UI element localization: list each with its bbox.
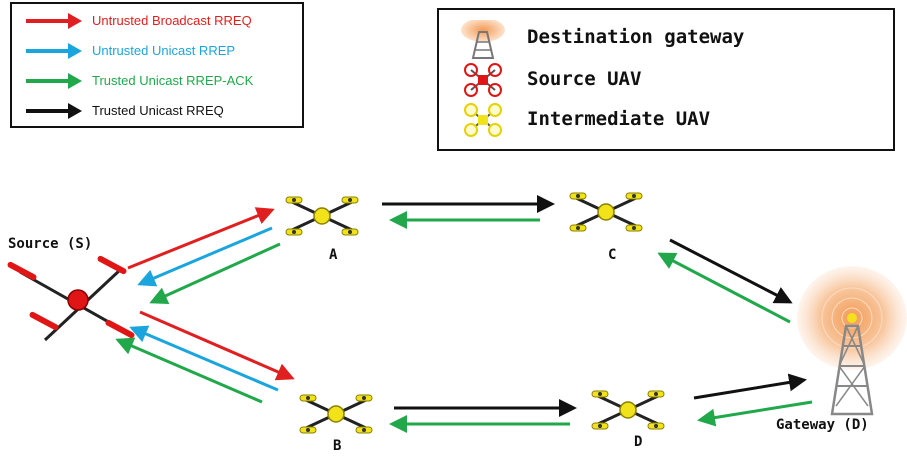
drone-a bbox=[284, 195, 360, 237]
legend-label: Untrusted Unicast RREP bbox=[92, 43, 236, 58]
drone-c bbox=[568, 191, 644, 233]
node-d-label: D bbox=[634, 434, 643, 450]
arrow-a-s-rrep bbox=[137, 226, 273, 287]
arrow-gw-d-rrep-ack bbox=[697, 400, 813, 427]
node-c-label: C bbox=[608, 247, 617, 263]
black-arrow-icon bbox=[26, 103, 82, 119]
green-arrow-icon bbox=[26, 73, 82, 89]
red-drone-icon bbox=[464, 63, 502, 97]
legend-label: Untrusted Broadcast RREQ bbox=[92, 13, 252, 28]
arrow-a-s-rrep-ack bbox=[149, 242, 281, 305]
gateway-label: Gateway (D) bbox=[776, 417, 869, 433]
arrow-c-gw-trusted-rreq bbox=[669, 238, 793, 304]
tower-icon bbox=[461, 20, 505, 59]
legend-item-source-uav: Source UAV bbox=[439, 62, 893, 98]
arrow-b-s-rrep-ack bbox=[115, 337, 263, 404]
legend-label: Source UAV bbox=[527, 68, 642, 90]
blue-arrow-icon bbox=[26, 43, 82, 59]
node-b-label: B bbox=[333, 438, 342, 454]
arrow-b-s-rrep bbox=[129, 325, 279, 392]
legend-item-intermediate-uav: Intermediate UAV bbox=[439, 102, 893, 138]
legend-label: Intermediate UAV bbox=[527, 108, 711, 130]
message-legend: Untrusted Broadcast RREQ Untrusted Unica… bbox=[10, 2, 304, 128]
source-label: Source (S) bbox=[8, 236, 93, 252]
arrow-gw-c-rrep-ack bbox=[657, 252, 791, 324]
legend-item-gateway: Destination gateway bbox=[439, 20, 893, 59]
arrow-s-a-broadcast-rreq bbox=[127, 207, 275, 270]
legend-label: Trusted Unicast RREQ bbox=[92, 103, 224, 118]
legend-item-trusted-rreq: Trusted Unicast RREQ bbox=[12, 100, 302, 122]
red-arrow-icon bbox=[26, 13, 82, 29]
arrow-d-gw-trusted-rreq bbox=[693, 373, 807, 400]
arrow-s-b-broadcast-rreq bbox=[139, 310, 295, 381]
gateway-tower bbox=[797, 266, 907, 416]
legend-label: Destination gateway bbox=[527, 26, 745, 48]
drone-d bbox=[590, 389, 666, 431]
yellow-drone-icon bbox=[464, 103, 502, 137]
source-drone bbox=[7, 255, 135, 342]
node-a-label: A bbox=[329, 247, 338, 263]
legend-item-rrep-ack: Trusted Unicast RREP-ACK bbox=[12, 70, 302, 92]
legend-item-unicast-rrep: Untrusted Unicast RREP bbox=[12, 40, 302, 62]
legend-label: Trusted Unicast RREP-ACK bbox=[92, 73, 254, 88]
legend-item-broadcast-rreq: Untrusted Broadcast RREQ bbox=[12, 10, 302, 32]
node-legend: Destination gateway Source UAV Intermedi… bbox=[437, 8, 895, 151]
drone-b bbox=[298, 393, 374, 435]
